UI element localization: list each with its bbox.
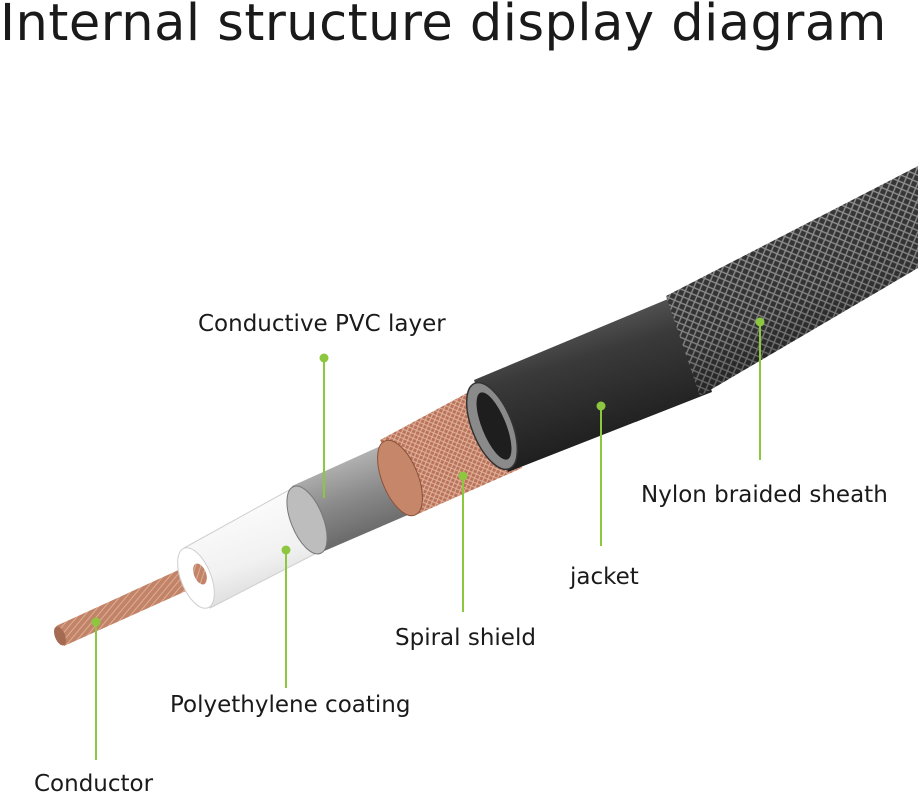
- label-conductor: Conductor: [34, 771, 154, 797]
- leader-polyethylene: [281, 545, 291, 688]
- jacket-segment: [465, 294, 712, 472]
- page-title: Internal structure display diagram: [0, 0, 887, 53]
- leader-sheath: [755, 317, 765, 460]
- leader-shield: [458, 471, 468, 612]
- label-polyethylene: Polyethylene coating: [170, 692, 411, 718]
- label-sheath: Nylon braided sheath: [641, 482, 888, 508]
- braided-sheath-segment: [666, 166, 918, 396]
- leader-conductor: [91, 617, 101, 760]
- leader-jacket: [596, 401, 606, 546]
- label-pvc: Conductive PVC layer: [198, 311, 446, 337]
- label-shield: Spiral shield: [395, 625, 536, 651]
- leader-pvc: [319, 353, 329, 498]
- label-jacket: jacket: [570, 564, 639, 590]
